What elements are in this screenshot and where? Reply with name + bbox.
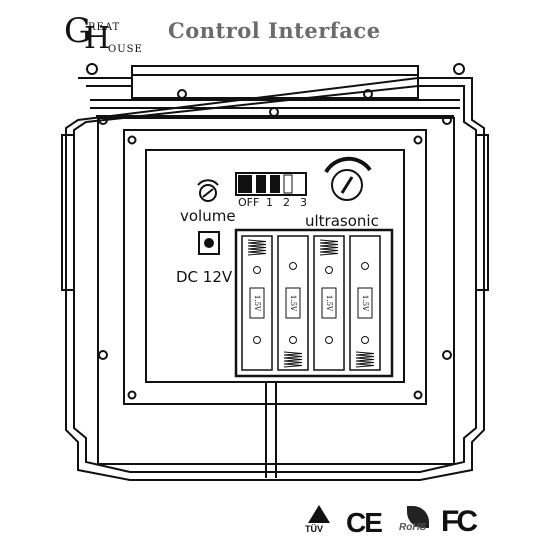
tuv-mark: TÜV — [305, 505, 330, 534]
brand-logo: G REAT H OUSE — [62, 10, 142, 56]
ultrasonic-label: ultrasonic — [305, 212, 379, 230]
logo-letter-g: G — [64, 11, 92, 51]
battery-terminal-icon — [361, 262, 369, 270]
battery-spring-icon — [319, 239, 339, 256]
tuv-text: TÜV — [305, 524, 323, 534]
tuv-triangle-icon — [308, 505, 330, 523]
volume-label: volume — [180, 207, 236, 225]
switch-label-3: 3 — [300, 196, 307, 209]
battery-terminal-icon — [289, 336, 297, 344]
battery-terminal-icon — [289, 262, 297, 270]
battery-terminal-icon — [253, 336, 261, 344]
battery-terminal-icon — [361, 336, 369, 344]
top-handle — [131, 65, 419, 99]
battery-label: 1.5V — [289, 295, 297, 312]
logo-letter-h: H — [84, 21, 111, 56]
dc-label: DC 12V — [176, 268, 233, 286]
battery-holder — [234, 228, 394, 378]
battery-spring-icon — [247, 239, 267, 256]
battery-cell: 1.5V — [241, 235, 273, 371]
battery-terminal-icon — [325, 336, 333, 344]
ce-mark: CE — [346, 507, 383, 538]
device-body — [65, 77, 485, 481]
battery-cell: 1.5V — [349, 235, 381, 371]
logo-text-reat: REAT — [88, 22, 121, 33]
battery-terminal-icon — [253, 266, 261, 274]
fc-mark: FC — [441, 505, 478, 538]
battery-spring-icon — [283, 351, 303, 368]
rohs-leaf-icon — [407, 506, 429, 528]
volume-knob — [199, 184, 217, 202]
rohs-mark: RoHS — [397, 506, 435, 536]
rohs-text: RoHS — [399, 522, 427, 533]
battery-cell: 1.5V — [277, 235, 309, 371]
battery-label: 1.5V — [361, 295, 369, 312]
battery-spring-icon — [355, 351, 375, 368]
switch-label-2: 2 — [283, 196, 290, 209]
switch-label-1: 1 — [266, 196, 273, 209]
mode-switch — [235, 172, 307, 196]
battery-cell: 1.5V — [313, 235, 345, 371]
battery-label: 1.5V — [253, 295, 261, 312]
battery-label: 1.5V — [325, 295, 333, 312]
battery-terminal-icon — [325, 266, 333, 274]
logo-text-ouse: OUSE — [108, 44, 143, 55]
ultrasonic-knob — [331, 169, 363, 201]
page-title: Control Interface — [168, 18, 381, 43]
dc-jack — [198, 231, 220, 255]
switch-label-off: OFF — [238, 196, 260, 209]
